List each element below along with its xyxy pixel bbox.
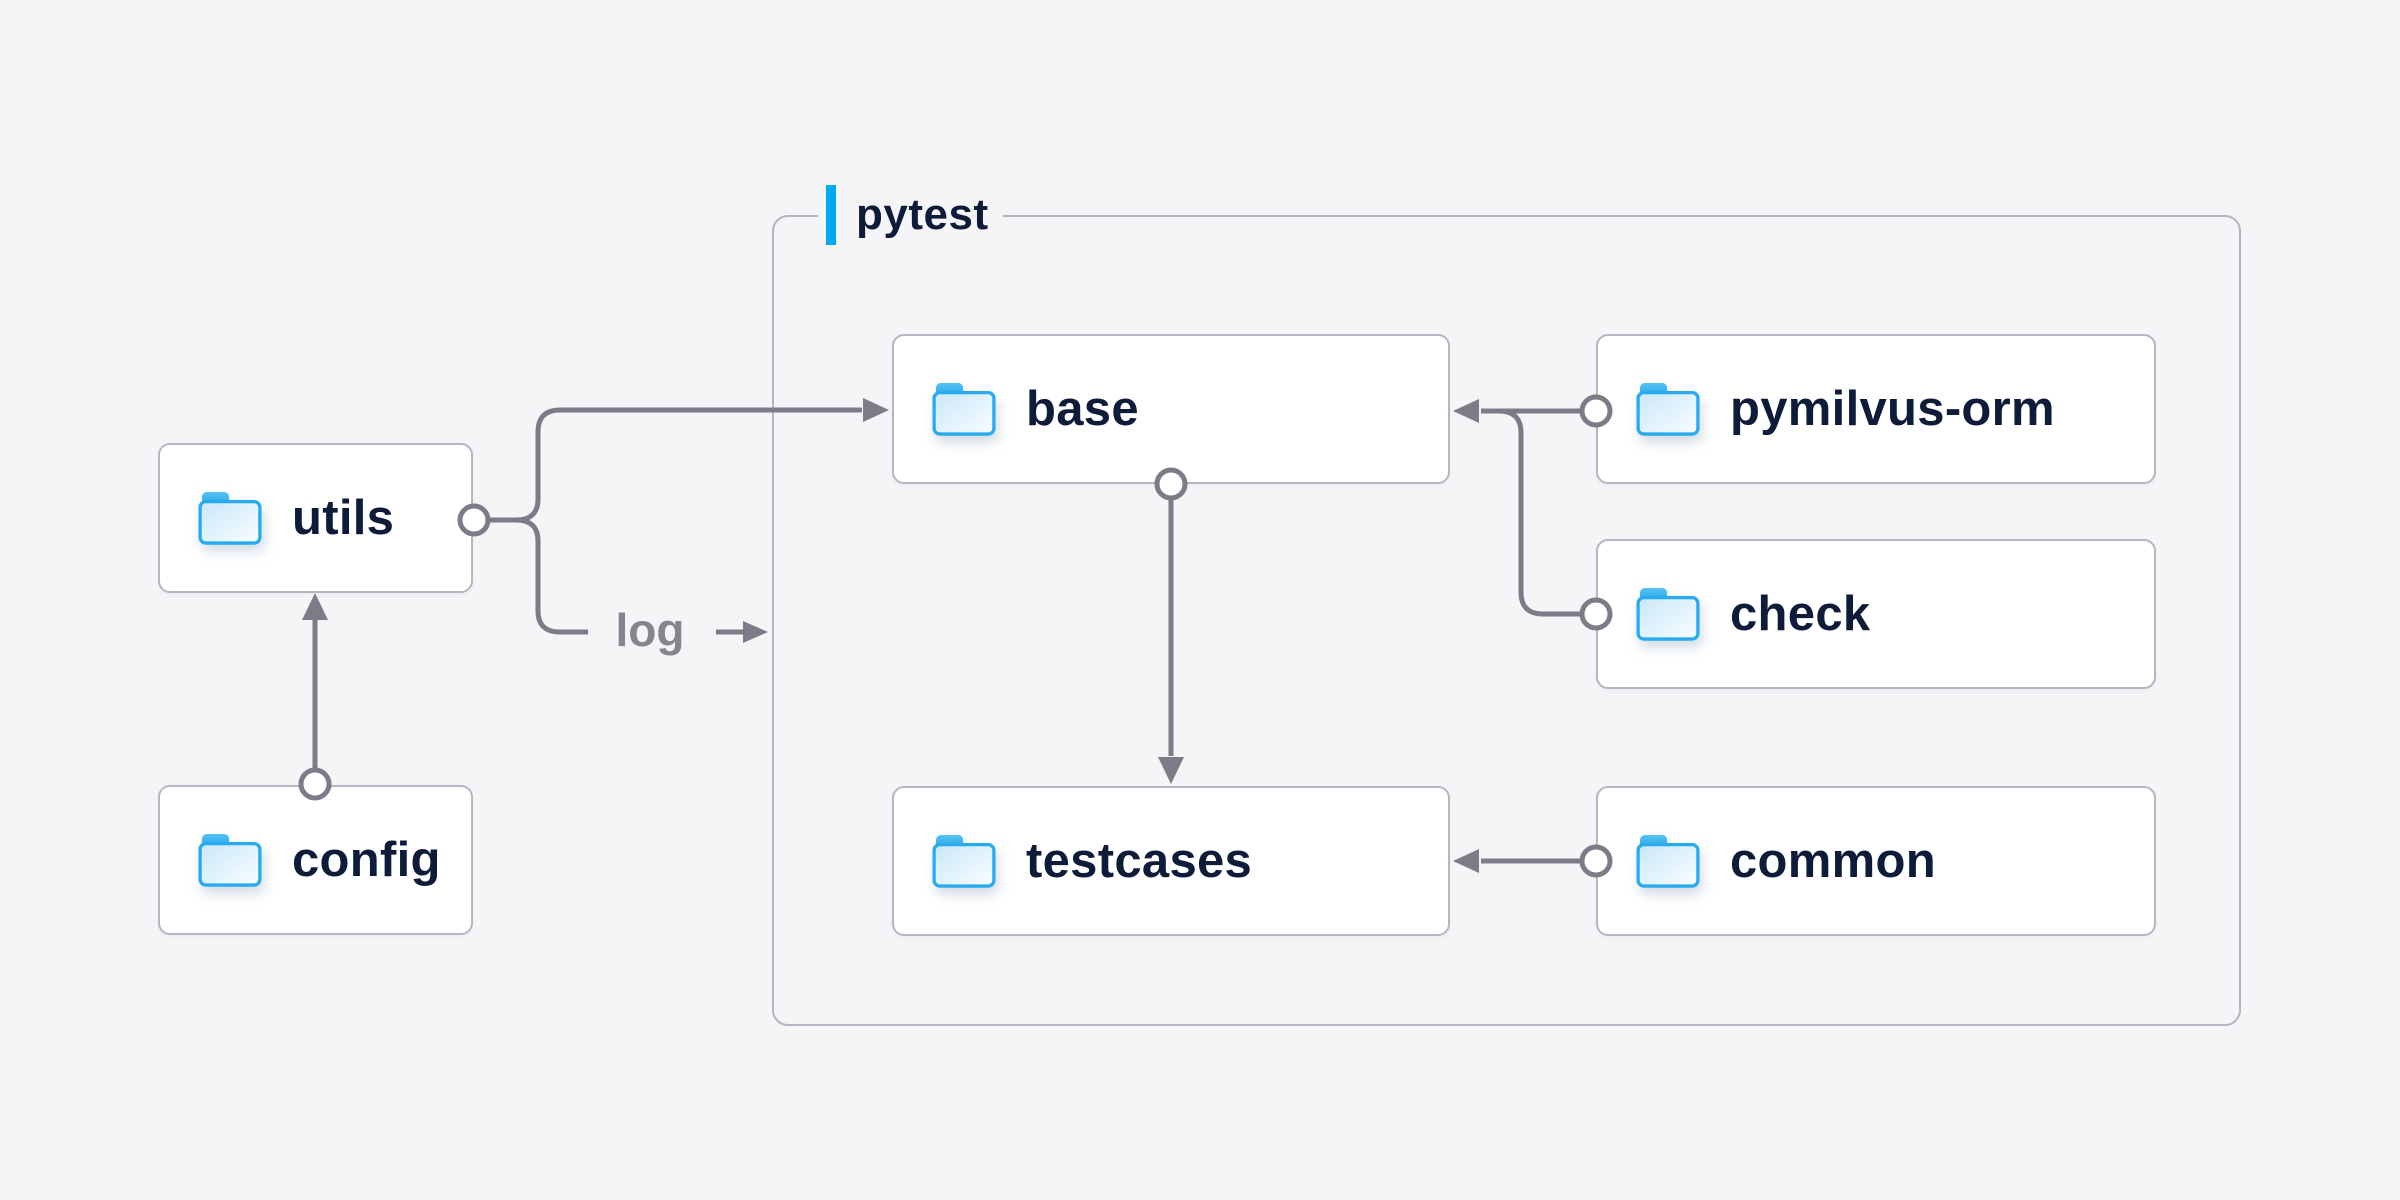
accent-bar [826, 185, 836, 245]
pytest-group-title: pytest [856, 190, 989, 239]
arrowhead-right-icon [743, 621, 768, 643]
node-testcases: testcases [892, 786, 1450, 936]
node-label: utils [292, 491, 395, 545]
node-base: base [892, 334, 1450, 484]
node-pymilvus-orm: pymilvus-orm [1596, 334, 2156, 484]
folder-icon [1636, 834, 1700, 888]
node-label: common [1730, 834, 1936, 888]
folder-icon [1636, 587, 1700, 641]
edge-label-log: log [615, 603, 685, 656]
node-label: pymilvus-orm [1730, 382, 2055, 436]
node-utils: utils [158, 443, 473, 593]
folder-icon [198, 491, 262, 545]
folder-icon [198, 833, 262, 887]
node-config: config [158, 785, 473, 935]
node-common: common [1596, 786, 2156, 936]
edge-utils-log [489, 517, 588, 635]
arrowhead-up-icon [302, 593, 328, 620]
node-label: check [1730, 587, 1871, 641]
folder-icon [932, 382, 996, 436]
node-label: config [292, 833, 441, 887]
folder-icon [1636, 382, 1700, 436]
node-check: check [1596, 539, 2156, 689]
pytest-group-frame [772, 215, 2241, 1026]
node-label: testcases [1026, 834, 1253, 888]
pytest-group-legend: pytest [818, 181, 1003, 249]
folder-icon [932, 834, 996, 888]
node-label: base [1026, 382, 1139, 436]
